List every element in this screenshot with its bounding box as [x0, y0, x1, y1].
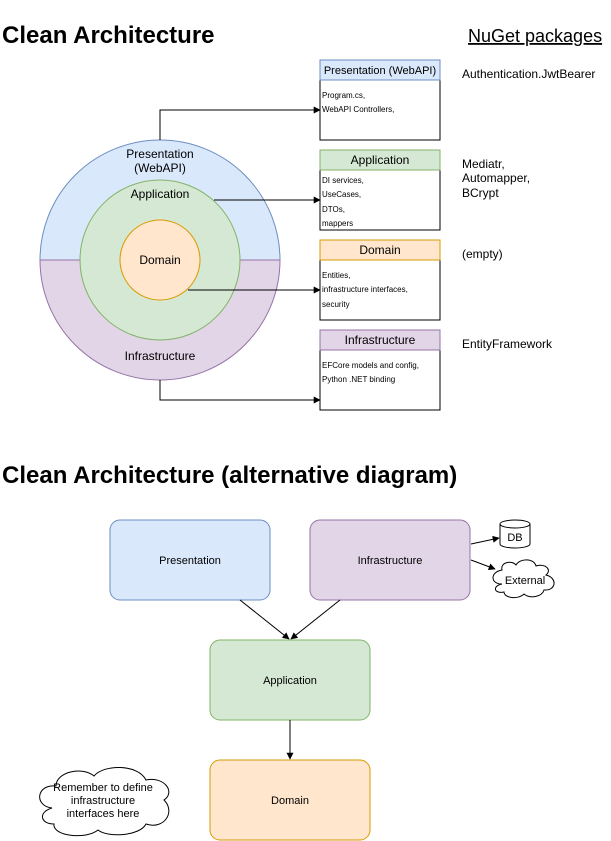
application-packages: Automapper,	[462, 171, 530, 185]
application-packages: Mediatr,	[462, 157, 505, 171]
application-card-line: DTOs,	[322, 205, 345, 214]
application-card: Application DI services, UseCases, DTOs,…	[319, 149, 441, 231]
onion-infrastructure-label: Infrastructure	[125, 349, 196, 363]
domain-card-line: infrastructure interfaces,	[322, 285, 408, 294]
external-cloud-icon: External	[492, 559, 555, 599]
alt-domain-box	[209, 759, 371, 841]
presentation-card-line: Program.cs,	[322, 91, 365, 100]
note-cloud: Remember to define infrastructure interf…	[39, 766, 170, 837]
presentation-connector-arrow	[159, 106, 321, 140]
layer-cards: Presentation (WebAPI) Program.cs, WebAPI…	[319, 59, 441, 411]
presentation-card: Presentation (WebAPI) Program.cs, WebAPI…	[319, 59, 441, 141]
onion-presentation-label: Presentation	[126, 147, 193, 161]
infrastructure-card-line: EFCore models and config,	[322, 361, 419, 370]
infrastructure-to-external-arrow	[470, 559, 496, 571]
note-line: interfaces here	[67, 808, 140, 820]
alt-infrastructure-label: Infrastructure	[358, 555, 423, 567]
note-line: Remember to define	[53, 782, 153, 794]
infrastructure-connector-arrow	[159, 380, 321, 404]
domain-core	[119, 219, 201, 301]
presentation-to-application-arrow	[239, 599, 290, 640]
main-heading: Clean Architecture	[2, 22, 215, 49]
infrastructure-card-title: Infrastructure	[345, 333, 416, 347]
domain-card-title: Domain	[359, 243, 400, 257]
onion-connectors	[159, 106, 321, 404]
alt-application-label: Application	[263, 675, 317, 687]
db-label: DB	[507, 532, 522, 544]
external-label: External	[505, 575, 545, 587]
domain-packages: (empty)	[462, 247, 503, 261]
application-packages: BCrypt	[462, 186, 499, 200]
nuget-packages-heading: NuGet packages	[468, 26, 602, 46]
infrastructure-card-line: Python .NET binding	[322, 375, 395, 384]
alt-domain-label: Domain	[271, 795, 309, 807]
infrastructure-packages: EntityFramework	[462, 337, 553, 351]
infrastructure-to-application-arrow	[290, 599, 341, 640]
onion-diagram: Presentation (WebAPI) Application Domain…	[39, 139, 281, 381]
application-card-line: UseCases,	[322, 190, 361, 199]
alt-presentation-box	[109, 519, 271, 601]
domain-card-line: Entities,	[322, 271, 350, 280]
onion-domain-label: Domain	[139, 253, 180, 267]
application-card-line: DI services,	[322, 176, 364, 185]
application-card-title: Application	[351, 153, 410, 167]
alt-presentation-label: Presentation	[159, 555, 221, 567]
application-card-header	[319, 149, 441, 171]
onion-application-label: Application	[131, 187, 190, 201]
domain-card: Domain Entities, infrastructure interfac…	[319, 239, 441, 321]
domain-card-header	[319, 239, 441, 261]
application-card-line: mappers	[322, 219, 353, 228]
presentation-card-header	[319, 59, 441, 81]
presentation-card-line: WebAPI Controllers,	[322, 105, 394, 114]
database-icon: DB	[499, 519, 531, 549]
infrastructure-to-db-arrow	[470, 535, 500, 545]
note-line: infrastructure	[71, 795, 135, 807]
domain-card-line: security	[322, 300, 350, 309]
infrastructure-card: Infrastructure EFCore models and config,…	[319, 329, 441, 411]
alternative-heading: Clean Architecture (alternative diagram)	[2, 462, 457, 489]
alt-infrastructure-box	[309, 519, 471, 601]
onion-webapi-label: (WebAPI)	[134, 161, 186, 175]
presentation-packages: Authentication.JwtBearer	[462, 67, 595, 81]
infrastructure-card-header	[319, 329, 441, 351]
nuget-package-list: Authentication.JwtBearer Mediatr, Automa…	[462, 67, 595, 351]
alternative-diagram: Presentation Infrastructure Application …	[39, 519, 555, 841]
presentation-card-title: Presentation (WebAPI)	[324, 65, 436, 77]
